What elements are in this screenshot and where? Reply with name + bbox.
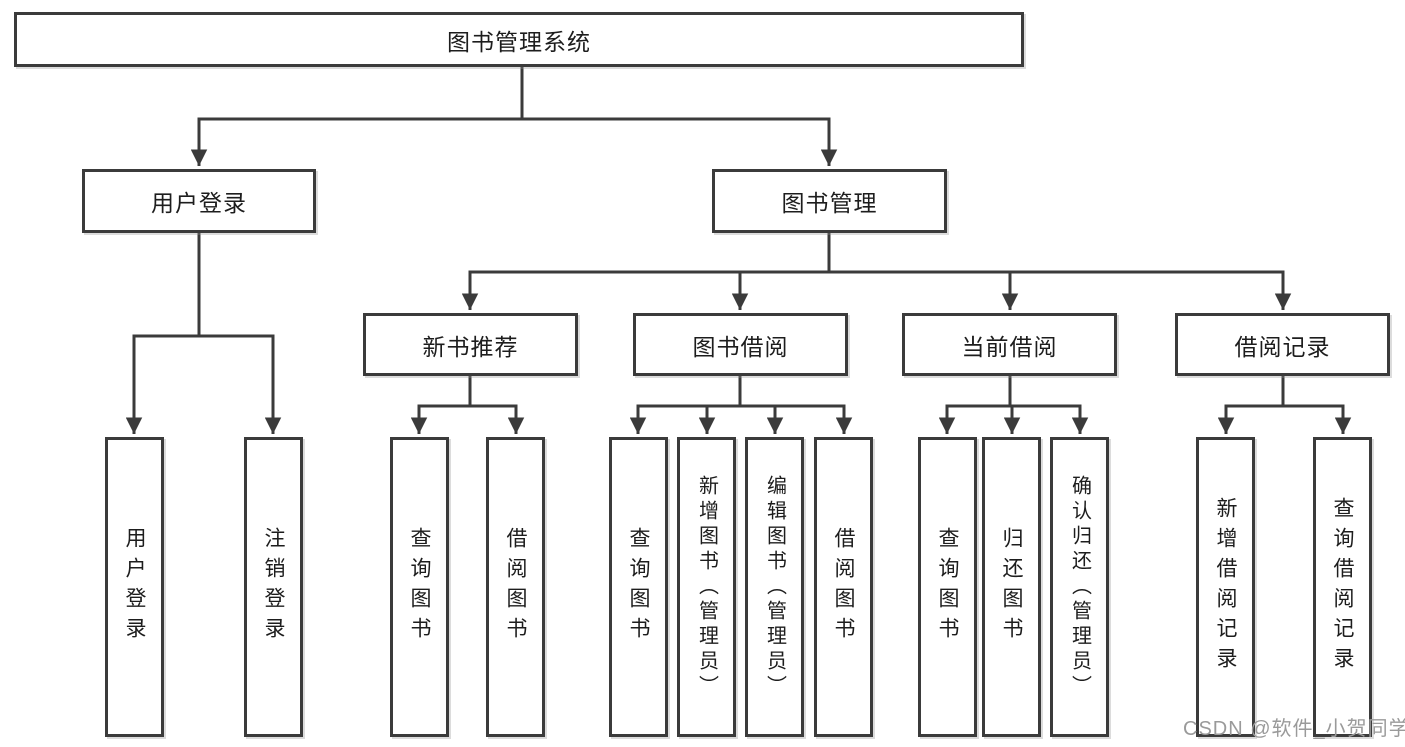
leaf-borrow-add-books-admin: 新增图书（管理员） [677, 437, 736, 737]
leaf-records-query-record: 查询借阅记录 [1313, 437, 1372, 737]
node-root-system-title: 图书管理系统 [14, 12, 1024, 67]
leaf-borrow-query-books: 查询图书 [609, 437, 668, 737]
leaf-current-return-books: 归还图书 [982, 437, 1041, 737]
leaf-current-query-books: 查询图书 [918, 437, 977, 737]
leaf-recommend-borrow-books: 借阅图书 [486, 437, 545, 737]
leaf-borrow-edit-books-admin: 编辑图书（管理员） [745, 437, 804, 737]
leaf-user-login: 用户登录 [105, 437, 164, 737]
node-current-borrow: 当前借阅 [902, 313, 1117, 376]
leaf-records-add-record: 新增借阅记录 [1196, 437, 1255, 737]
node-new-book-recommend: 新书推荐 [363, 313, 578, 376]
leaf-borrow-borrow-books: 借阅图书 [814, 437, 873, 737]
node-book-borrow: 图书借阅 [633, 313, 848, 376]
csdn-watermark: CSDN @软件_小贺同学 [1183, 718, 1405, 740]
node-book-management: 图书管理 [712, 169, 947, 233]
leaf-recommend-query-books: 查询图书 [390, 437, 449, 737]
node-user-login: 用户登录 [82, 169, 316, 233]
leaf-logout: 注销登录 [244, 437, 303, 737]
node-borrow-records: 借阅记录 [1175, 313, 1390, 376]
leaf-current-confirm-return-admin: 确认归还（管理员） [1050, 437, 1109, 737]
